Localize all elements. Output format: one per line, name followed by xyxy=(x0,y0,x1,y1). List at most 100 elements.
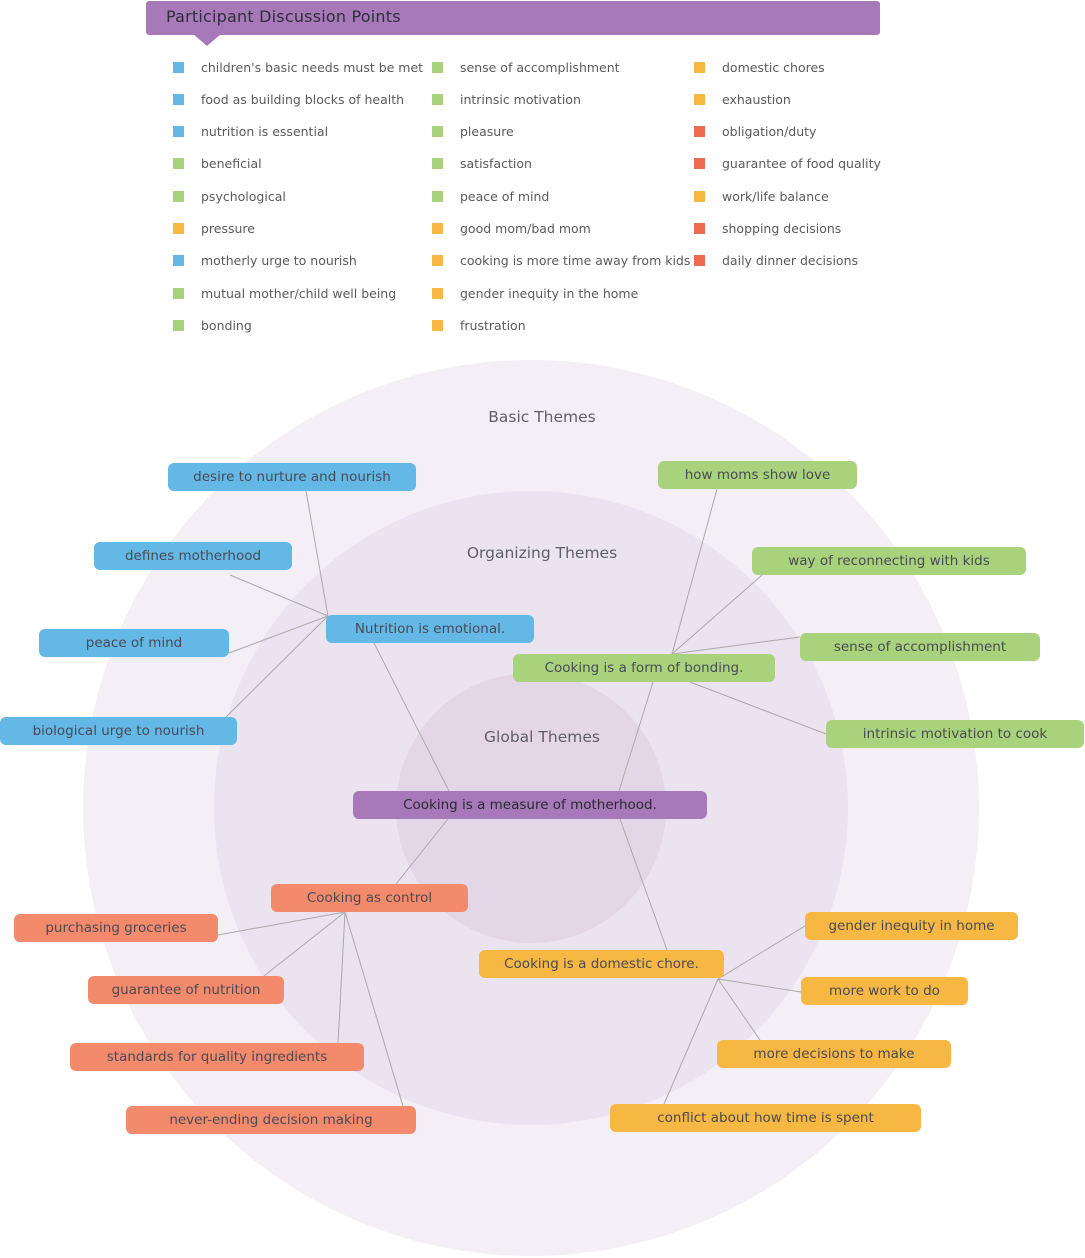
legend-swatch xyxy=(432,93,443,105)
organizing-theme-node: Cooking is a form of bonding. xyxy=(513,654,775,682)
legend-label: gender inequity in the home xyxy=(460,285,639,301)
legend-swatch xyxy=(694,126,705,138)
basic-theme-node: gender inequity in home xyxy=(805,912,1018,940)
legend-swatch xyxy=(432,255,443,267)
legend-item: gender inequity in the home xyxy=(432,284,638,302)
connector-line xyxy=(663,978,719,1105)
legend-item: mutual mother/child well being xyxy=(173,284,396,302)
legend-swatch xyxy=(173,190,184,202)
legend-item: peace of mind xyxy=(432,187,549,205)
global-theme-node: Cooking is a measure of motherhood. xyxy=(353,791,707,819)
legend-swatch xyxy=(173,319,184,331)
connector-line xyxy=(228,615,329,654)
basic-theme-node: more work to do xyxy=(801,977,968,1005)
legend-label: children's basic needs must be met xyxy=(201,59,424,75)
legend-swatch xyxy=(173,158,184,170)
legend-item: exhaustion xyxy=(694,90,791,108)
legend-item: cooking is more time away from kids xyxy=(432,252,690,270)
legend-label: intrinsic motivation xyxy=(460,91,581,107)
legend-label: cooking is more time away from kids xyxy=(460,253,691,269)
legend-swatch xyxy=(694,61,705,73)
connector-line xyxy=(217,911,346,936)
legend-label: motherly urge to nourish xyxy=(201,253,357,269)
connector-line xyxy=(225,615,329,718)
connector-line xyxy=(619,818,668,951)
legend-label: nutrition is essential xyxy=(201,124,329,140)
legend-label: obligation/duty xyxy=(722,124,817,140)
connector-line xyxy=(373,642,450,792)
legend-item: shopping decisions xyxy=(694,220,841,238)
legend-label: food as building blocks of health xyxy=(201,91,405,107)
legend-swatch xyxy=(694,93,705,105)
connector-line xyxy=(618,681,654,792)
basic-theme-node: desire to nurture and nourish xyxy=(168,463,416,491)
organizing-theme-node: Cooking as control xyxy=(271,884,468,912)
legend-swatch xyxy=(432,287,443,299)
basic-theme-node: guarantee of nutrition xyxy=(88,976,284,1004)
legend-label: bonding xyxy=(201,317,252,333)
legend-item: sense of accomplishment xyxy=(432,58,620,76)
legend-label: guarantee of food quality xyxy=(722,156,881,172)
basic-theme-node: standards for quality ingredients xyxy=(70,1043,364,1071)
connector-line xyxy=(344,911,404,1107)
legend-swatch xyxy=(173,223,184,234)
basic-theme-node: intrinsic motivation to cook xyxy=(826,720,1084,748)
legend-swatch xyxy=(173,255,184,267)
legend-swatch xyxy=(173,93,184,105)
legend-label: beneficial xyxy=(201,156,262,172)
basic-theme-node: never-ending decision making xyxy=(126,1106,416,1134)
legend-item: frustration xyxy=(432,316,526,334)
connector-line xyxy=(395,818,449,885)
legend-item: good mom/bad mom xyxy=(432,220,591,238)
global-themes-label: Global Themes xyxy=(484,728,600,746)
legend-item: daily dinner decisions xyxy=(694,252,858,270)
legend-label: good mom/bad mom xyxy=(460,221,591,236)
connector-line xyxy=(671,636,801,655)
legend-item: work/life balance xyxy=(694,187,829,205)
organizing-theme-node: Nutrition is emotional. xyxy=(326,615,534,643)
legend-label: sense of accomplishment xyxy=(460,59,620,75)
legend-swatch xyxy=(432,126,443,138)
legend-label: pleasure xyxy=(460,124,514,140)
connector-line xyxy=(717,925,806,980)
legend-swatch xyxy=(694,223,705,234)
legend-item: psychological xyxy=(173,187,286,205)
legend-item: children's basic needs must be met xyxy=(173,58,423,76)
connector-line xyxy=(717,978,802,993)
legend-label: peace of mind xyxy=(460,188,550,204)
basic-theme-node: peace of mind xyxy=(39,629,229,657)
legend-label: psychological xyxy=(201,188,286,204)
legend-label: shopping decisions xyxy=(722,221,842,236)
connector-line xyxy=(671,574,763,655)
legend-label: satisfaction xyxy=(460,156,532,172)
legend-swatch xyxy=(432,319,443,331)
basic-theme-node: conflict about how time is spent xyxy=(610,1104,921,1132)
organizing-themes-label: Organizing Themes xyxy=(466,544,618,562)
legend-label: work/life balance xyxy=(722,188,829,204)
legend-title: Participant Discussion Points xyxy=(166,7,401,26)
legend-item: beneficial xyxy=(173,155,262,173)
connector-line xyxy=(671,488,718,655)
legend-banner xyxy=(146,1,880,35)
connector-line xyxy=(305,490,329,617)
legend-banner-pointer xyxy=(193,34,221,46)
legend-item: satisfaction xyxy=(432,155,532,173)
legend-label: domestic chores xyxy=(722,59,825,75)
connector-line xyxy=(717,978,761,1041)
legend-item: intrinsic motivation xyxy=(432,90,581,108)
legend-label: daily dinner decisions xyxy=(722,253,859,269)
legend-item: bonding xyxy=(173,316,252,334)
connector-line xyxy=(337,911,346,1044)
legend-label: mutual mother/child well being xyxy=(201,285,397,301)
legend-swatch xyxy=(432,158,443,170)
legend-item: motherly urge to nourish xyxy=(173,252,357,270)
legend-swatch xyxy=(432,61,443,73)
basic-themes-label: Basic Themes xyxy=(488,408,596,426)
basic-theme-node: biological urge to nourish xyxy=(0,717,237,745)
legend-item: food as building blocks of health xyxy=(173,90,404,108)
legend-item: domestic chores xyxy=(694,58,825,76)
legend-swatch xyxy=(173,126,184,138)
connector-line xyxy=(263,911,346,977)
